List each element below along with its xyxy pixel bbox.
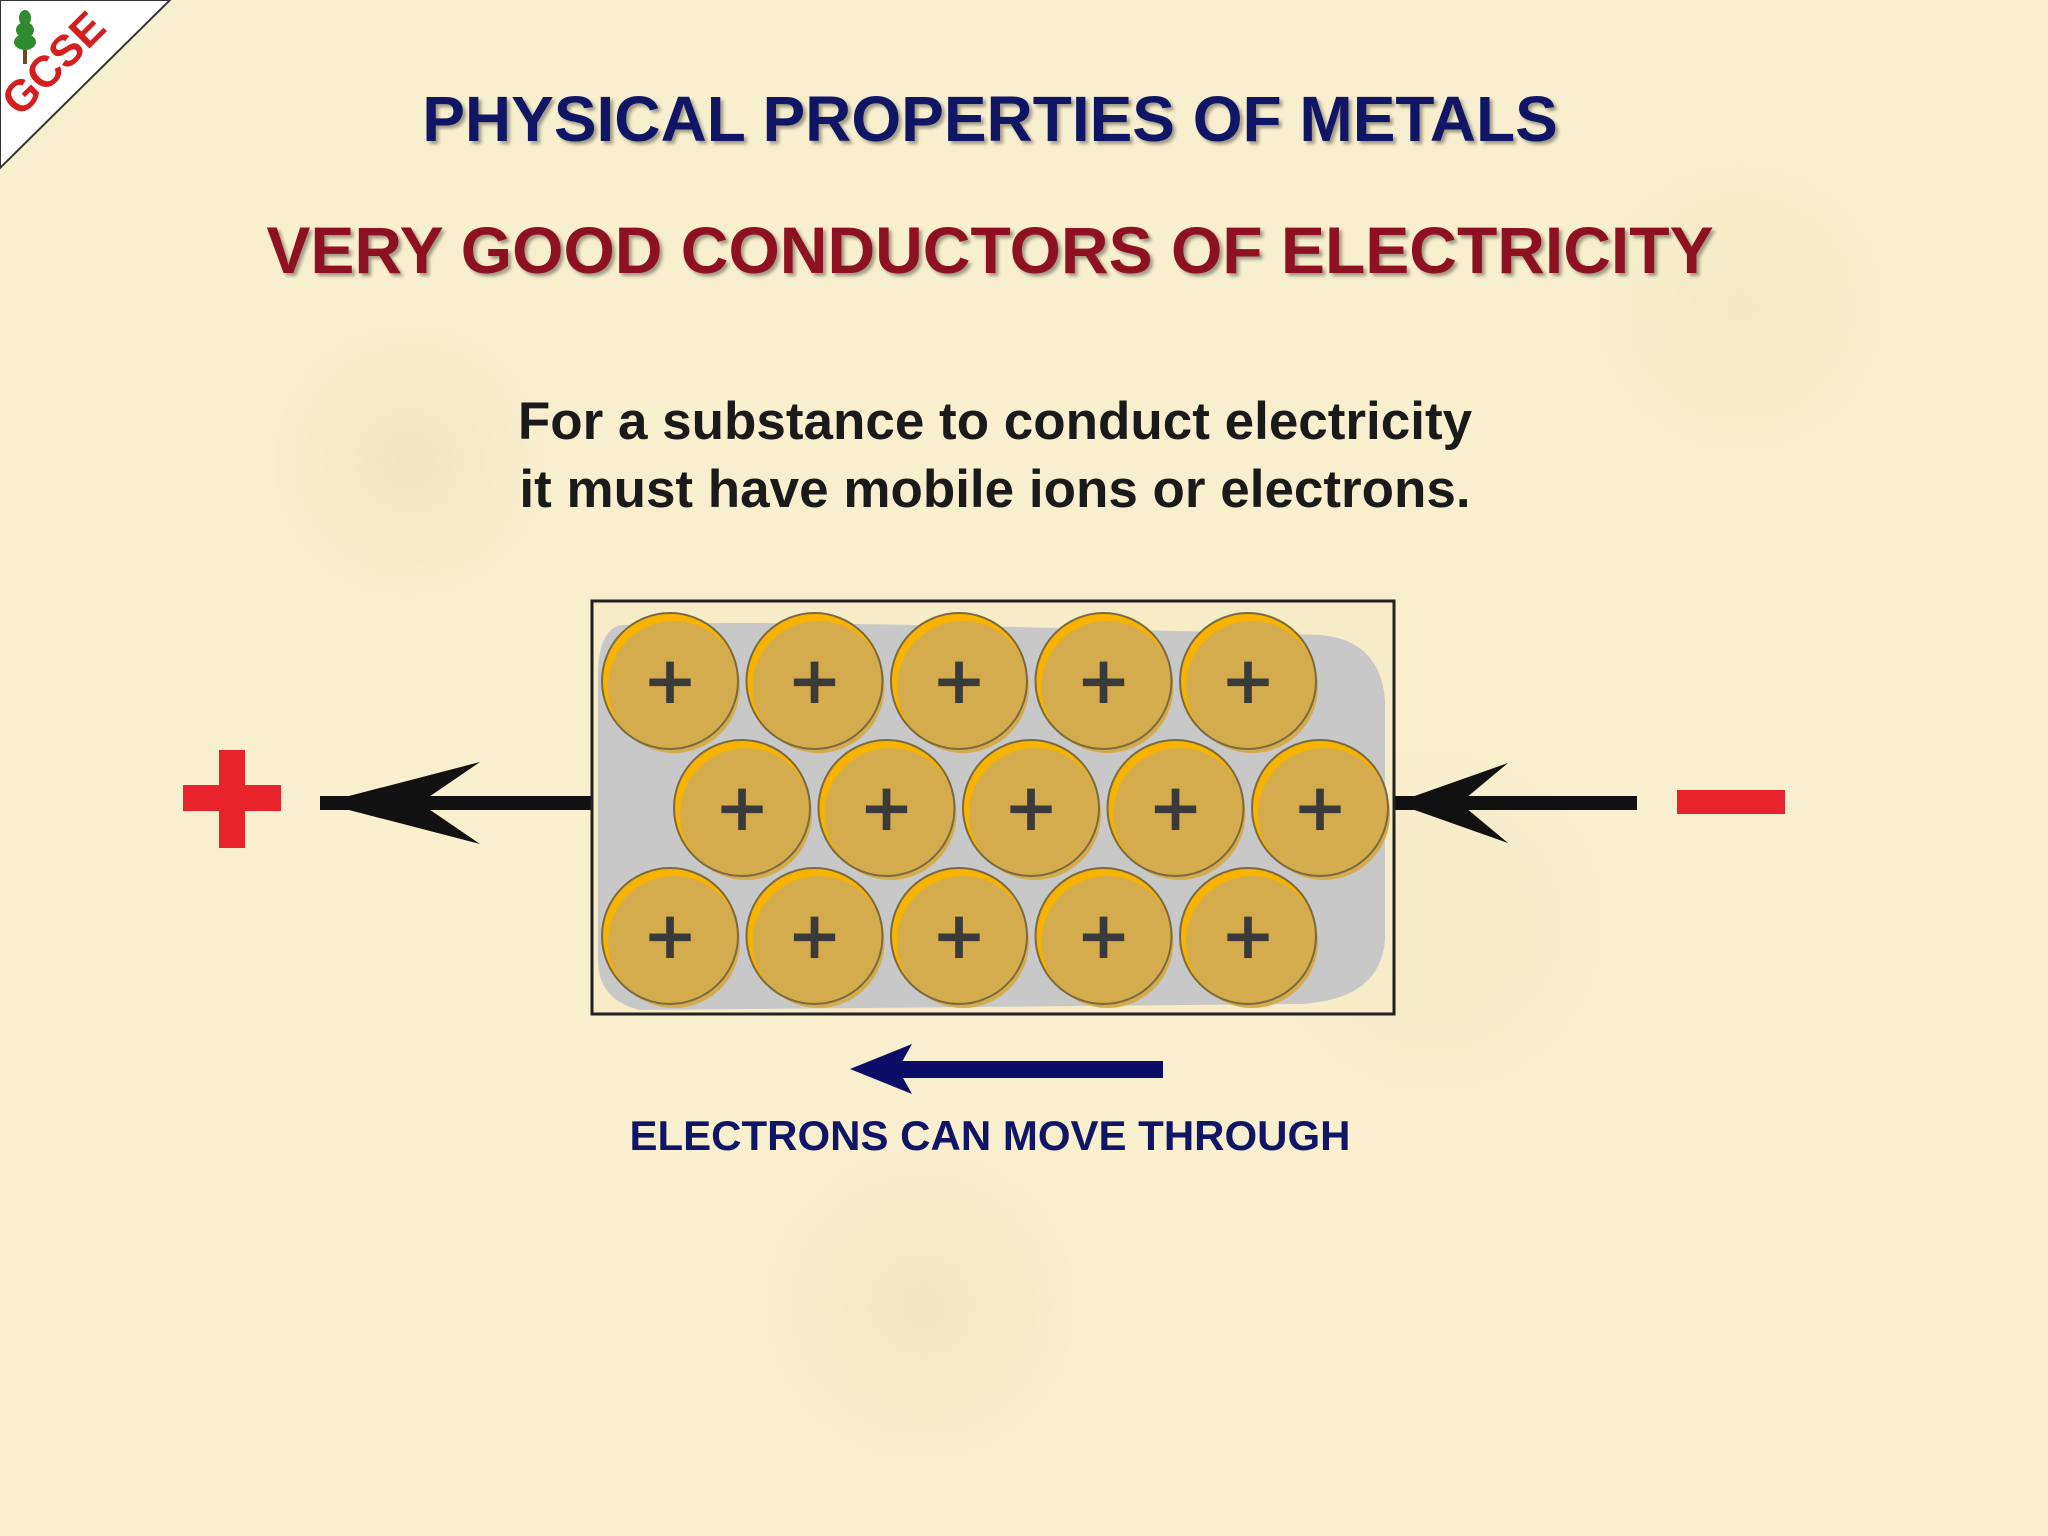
metal-ion: + [817,739,957,880]
negative-terminal-label: − [0,0,1,1]
negative-terminal-icon [1677,790,1785,814]
ion-charge-label: + [1076,897,1131,974]
ion-charge-label: + [1076,642,1131,719]
page-subtitle: VERY GOOD CONDUCTORS OF ELECTRICITY [266,213,1714,287]
electron-caption: ELECTRONS CAN MOVE THROUGH [629,1112,1351,1159]
positive-terminal-label: + [0,0,1,1]
ion-charge-label: + [931,897,986,974]
right-current-arrow [1394,763,1637,843]
metal-ion: + [1034,867,1174,1008]
metal-ion: + [890,867,1029,1008]
ion-charge-label: + [1220,897,1275,974]
metal-ion: + [1106,739,1246,880]
metal-ion: + [890,612,1029,753]
ion-charge-label: + [642,642,697,719]
electron-flow-arrow [850,1044,1163,1094]
explanation-line-2: it must have mobile ions or electrons. [519,460,1471,519]
ion-charge-label: + [787,897,842,974]
ion-charge-label: + [642,897,697,974]
metal-ion: + [1179,612,1318,753]
gcse-logo: GCSE [0,0,172,170]
metal-ion: + [1179,867,1318,1008]
left-current-arrow [320,762,592,844]
metal-ion: + [745,867,885,1008]
ion-charge-label: + [1148,769,1203,846]
explanation-line-1: For a substance to conduct electricity [517,392,1473,451]
metal-ion: + [962,739,1101,880]
metal-ion-lattice: +++++++++++++++ [601,612,1390,1008]
ion-charge-label: + [1220,642,1275,719]
page-title: PHYSICAL PROPERTIES OF METALS [422,83,1558,155]
explanation-text: For a substance to conduct electricity i… [0,388,1990,524]
ion-charge-label: + [931,642,986,719]
tree-icon [14,10,36,64]
metal-ion: + [745,612,885,753]
ion-charge-label: + [714,769,769,846]
metal-ion: + [1251,739,1390,880]
ion-charge-label: + [859,769,914,846]
metal-ion: + [601,612,740,753]
metal-ion: + [601,867,740,1008]
positive-terminal-icon [183,750,281,848]
ion-charge-label: + [1003,769,1058,846]
metal-ion: + [1034,612,1174,753]
logo-corner [0,0,172,170]
metal-ion: + [673,739,812,880]
ion-charge-label: + [1292,769,1347,846]
ion-charge-label: + [787,642,842,719]
